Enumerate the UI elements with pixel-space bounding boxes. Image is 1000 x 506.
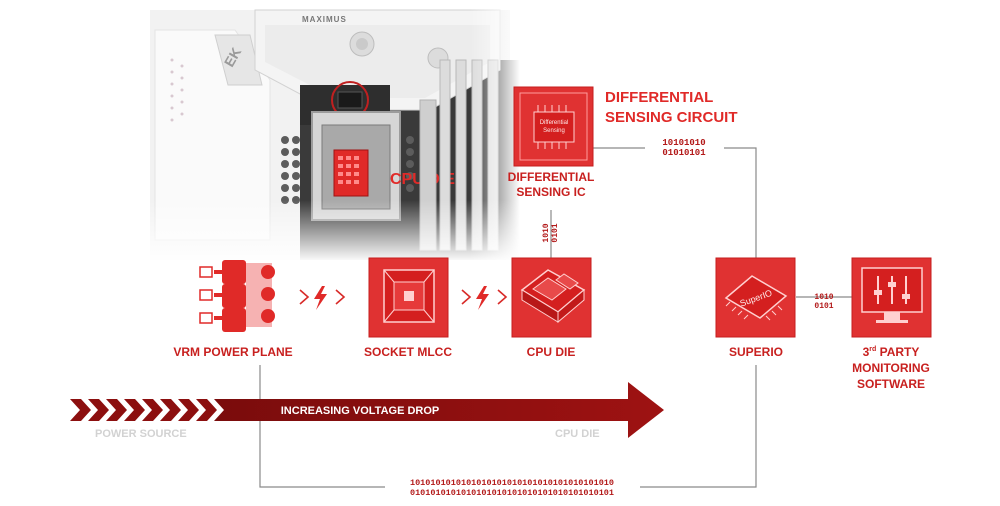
power-source-label: POWER SOURCE [95,428,187,440]
lightning-icon [476,286,489,310]
board-brand-text: MAXIMUS [302,15,347,24]
monitor-label-2: MONITORING [852,361,930,375]
vrm-power-plane-icon [199,260,275,332]
circuit-title-line-1: DIFFERENTIAL [605,89,713,106]
binary-bottom-2: 0101010101010101010101010101010101010101 [410,488,614,498]
monitor-label-3: SOFTWARE [857,377,925,391]
socket-label: SOCKET MLCC [364,345,452,359]
lightning-icon [314,286,327,310]
sensing-chip-text-1: Differential [540,120,569,126]
binary-right-1: 1010 [814,293,833,302]
monitor-label-1: 3rd PARTY [863,345,920,359]
binary-vertical-2: 0101 [551,223,560,242]
socket-mlcc-box [368,257,449,338]
cpu-die-label: CPU DIE [527,345,576,359]
circuit-title-line-2: SENSING CIRCUIT [605,109,738,126]
superio-label: SUPERIO [729,345,783,359]
binary-right-2: 0101 [814,302,833,311]
motherboard-illustration: EK MAXIMUS CPU DI [150,0,520,262]
binary-vertical-1: 1010 [542,223,551,242]
monitor-label-1-sup: rd [869,346,876,353]
monitor-label-1-base: 3 [863,345,870,359]
voltage-drop-arrow: INCREASING VOLTAGE DROP [70,382,664,438]
flow-arrow-1 [299,286,346,310]
voltage-drop-label: INCREASING VOLTAGE DROP [281,405,440,417]
differential-sensing-ic-box: Differential Sensing [513,86,594,167]
monitor-label-1-rest: PARTY [876,345,919,359]
binary-top-right-2: 01010101 [662,148,706,158]
sensing-ic-label-1: DIFFERENTIAL [508,170,595,184]
monitoring-software-box [851,257,932,338]
cpu-die-box [511,257,592,338]
cpu-die-end-label: CPU DIE [555,428,600,440]
binary-top-right-1: 10101010 [662,138,705,148]
sensing-ic-label-2: SENSING IC [516,185,586,199]
superio-box: SuperIO [715,257,796,338]
sensing-chip-text-2: Sensing [543,128,565,134]
flow-arrow-2 [461,286,508,310]
vrm-label: VRM POWER PLANE [173,345,292,359]
binary-bottom-1: 1010101010101010101010101010101010101010 [410,478,614,488]
